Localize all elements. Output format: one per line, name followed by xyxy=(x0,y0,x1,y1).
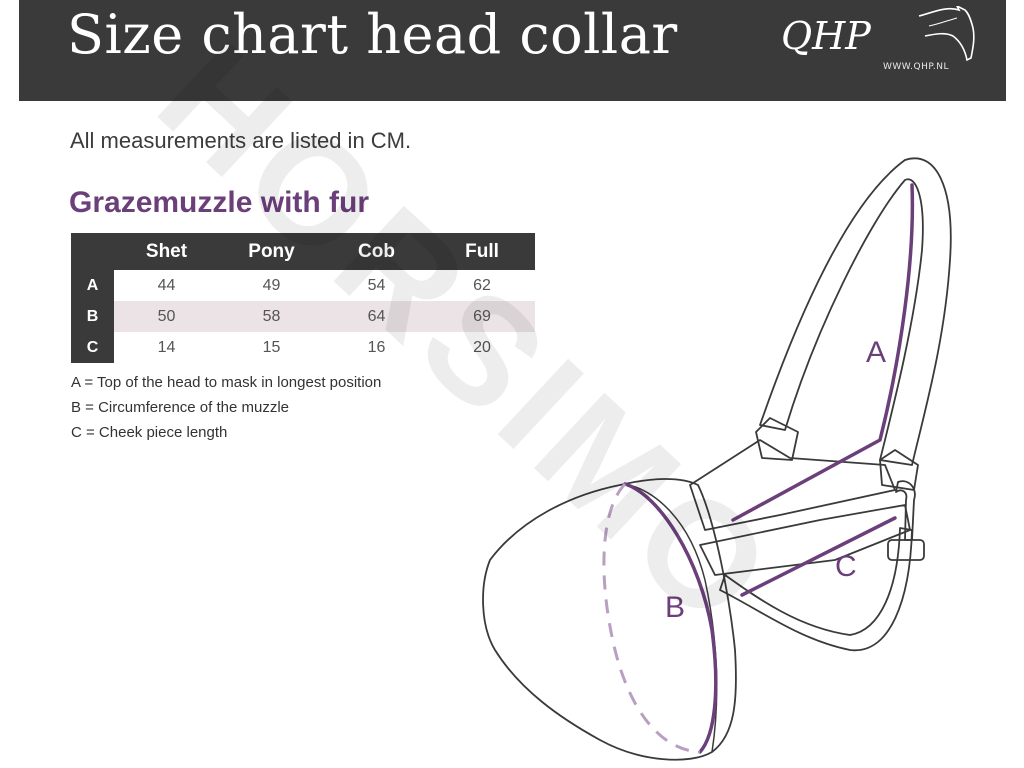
table-cell: 58 xyxy=(219,301,324,332)
row-label: C xyxy=(71,332,114,363)
table-cell: 64 xyxy=(324,301,429,332)
column-header: Cob xyxy=(324,233,429,270)
top-buckle xyxy=(755,417,799,461)
clip-base xyxy=(887,539,925,561)
measure-line-b-dashed xyxy=(602,482,701,754)
label-c: C xyxy=(835,550,857,583)
muzzle-diagram: A B C xyxy=(482,157,952,761)
column-header: Pony xyxy=(219,233,324,270)
table-row: A 44 49 54 62 xyxy=(71,270,535,301)
side-buckle xyxy=(879,449,919,491)
table-header-row: Shet Pony Cob Full xyxy=(71,233,535,270)
logo-text: QHP xyxy=(781,14,871,58)
head-strap-outline xyxy=(759,157,952,466)
table-cell: 50 xyxy=(114,301,219,332)
table-cell: 54 xyxy=(367,276,386,294)
table-corner xyxy=(71,233,114,270)
horse-head-icon xyxy=(918,6,975,62)
note-c: C = Cheek piece length xyxy=(71,424,228,441)
measure-line-a xyxy=(731,183,915,522)
qhp-logo: QHP WWW.QHP.NL xyxy=(779,6,979,76)
note-a: A = Top of the head to mask in longest p… xyxy=(71,374,382,391)
row-label: B xyxy=(71,301,114,332)
measurement-note: All measurements are listed in CM. xyxy=(70,128,412,153)
label-b: B xyxy=(665,591,685,624)
size-table: Shet Pony Cob Full A 44 49 54 62 B 50 58… xyxy=(71,233,535,363)
table-cell: 69 xyxy=(429,301,535,332)
header-banner: Size chart head collar QHP WWW.QHP.NL xyxy=(19,0,1006,101)
measure-line-c xyxy=(740,516,897,597)
table-cell: 15 xyxy=(262,338,281,356)
table-cell: 62 xyxy=(473,276,491,294)
legend-notes: A = Top of the head to mask in longest p… xyxy=(71,370,381,445)
table-cell: 49 xyxy=(262,276,281,294)
chin-strap xyxy=(719,527,913,652)
muzzle-body xyxy=(482,478,737,761)
page-title: Size chart head collar xyxy=(67,3,678,66)
column-header: Full xyxy=(429,233,535,270)
measure-line-b xyxy=(623,482,718,754)
row-label: A xyxy=(71,270,114,301)
table-cell: 20 xyxy=(473,338,491,356)
table-cell: 14 xyxy=(157,338,176,356)
label-a: A xyxy=(866,336,886,369)
product-title: Grazemuzzle with fur xyxy=(69,186,370,219)
table-cell: 16 xyxy=(367,338,386,356)
note-b: B = Circumference of the muzzle xyxy=(71,399,290,416)
noseband-upper xyxy=(689,439,896,531)
table-row: C 14 15 16 20 xyxy=(71,332,535,363)
table-cell: 44 xyxy=(157,276,176,294)
table-row: B 50 58 64 69 xyxy=(71,301,535,332)
logo-url: WWW.QHP.NL xyxy=(883,62,950,72)
column-header: Shet xyxy=(114,233,219,270)
